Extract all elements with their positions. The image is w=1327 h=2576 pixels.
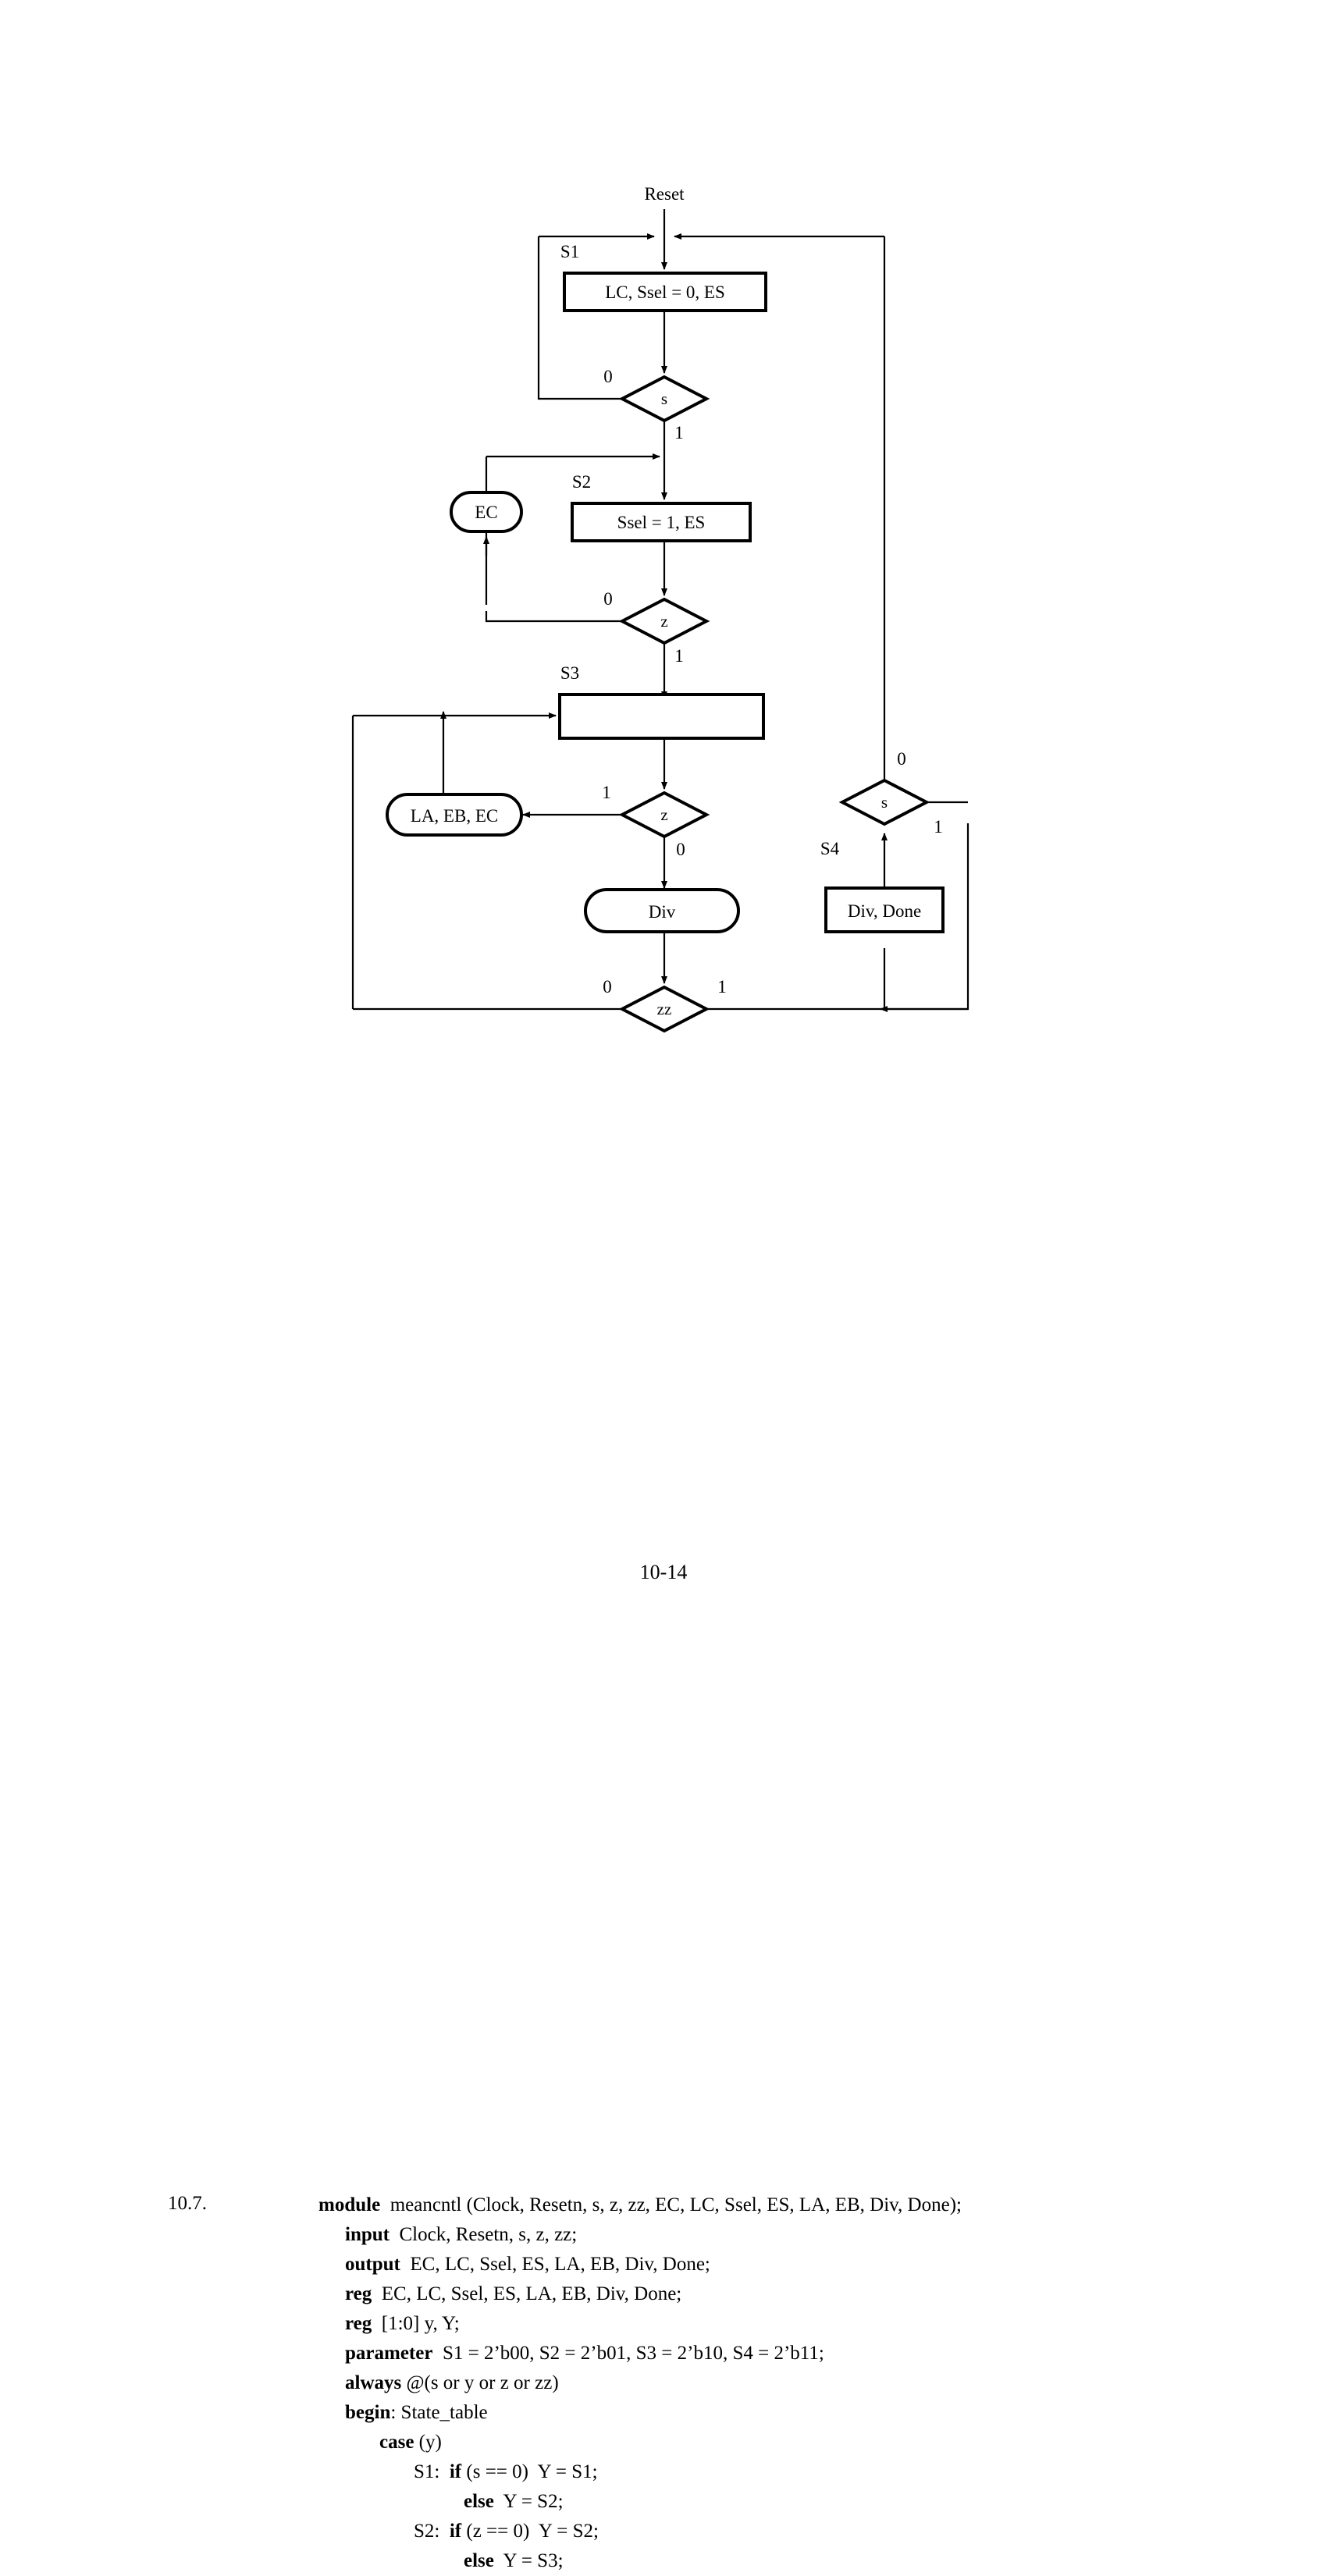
state-label-s4: S4 — [820, 839, 840, 858]
code-text: Y = S2; — [493, 2491, 564, 2512]
conditional-output-ec — [450, 491, 523, 533]
code-line: always @(s or y or z or zz) — [318, 2368, 962, 2398]
state-box-s4-label: Div, Done — [848, 901, 921, 921]
code-keyword: if — [449, 2461, 462, 2482]
code-text: meancntl (Clock, Resetn, s, z, zz, EC, L… — [380, 2194, 962, 2215]
code-text: : State_table — [390, 2402, 488, 2423]
decision-s-right-label: s — [881, 793, 888, 812]
code-line: reg EC, LC, Ssel, ES, LA, EB, Div, Done; — [318, 2279, 962, 2309]
edge-s-top-0-loopback — [537, 236, 622, 400]
code-text: S1: — [414, 2461, 450, 2482]
code-keyword: always — [345, 2372, 402, 2393]
state-box-s1-label: LC, Ssel = 0, ES — [605, 282, 725, 302]
code-keyword: begin — [345, 2402, 391, 2423]
edge-z-mid-0-left — [485, 611, 622, 623]
code-keyword: if — [449, 2521, 462, 2542]
code-text: EC, LC, Ssel, ES, LA, EB, Div, Done; — [372, 2283, 682, 2304]
code-line: else Y = S3; — [318, 2546, 962, 2576]
code-line: input Clock, Resetn, s, z, zz; — [318, 2220, 962, 2250]
state-label-s2: S2 — [572, 472, 591, 492]
decision-z-mid-label: z — [660, 612, 667, 631]
state-box-s4 — [824, 886, 945, 933]
code-line: S1: if (s == 0) Y = S1; — [318, 2457, 962, 2487]
code-line: output EC, LC, Ssel, ES, LA, EB, Div, Do… — [318, 2250, 962, 2279]
code-text: (z == 0) Y = S2; — [461, 2521, 599, 2542]
branch-label-zz-0: 0 — [603, 977, 612, 997]
code-text: EC, LC, Ssel, ES, LA, EB, Div, Done; — [400, 2254, 710, 2275]
decision-z-low-label: z — [660, 805, 667, 824]
state-box-s3 — [558, 693, 765, 740]
branch-label-s-top-0: 0 — [603, 367, 613, 386]
conditional-output-la-eb-ec-label: LA, EB, EC — [411, 806, 498, 826]
code-text: S1 = 2’b00, S2 = 2’b01, S3 = 2’b10, S4 =… — [432, 2343, 824, 2364]
code-line: begin: State_table — [318, 2398, 962, 2428]
code-listing: module meancntl (Clock, Resetn, s, z, zz… — [318, 2190, 962, 2576]
code-keyword: parameter — [345, 2343, 433, 2364]
reset-label: Reset — [644, 184, 685, 204]
code-line: else Y = S2; — [318, 2487, 962, 2517]
problem-number: 10.7. — [168, 2193, 207, 2214]
decision-zz-label: zz — [657, 1000, 672, 1018]
conditional-output-la-eb-ec — [386, 793, 523, 837]
code-text: (s == 0) Y = S1; — [461, 2461, 598, 2482]
state-box-s1 — [563, 272, 767, 312]
branch-label-s-top-1: 1 — [674, 423, 684, 442]
branch-label-s-right-0: 0 — [897, 749, 906, 769]
state-label-s3: S3 — [560, 663, 579, 683]
code-text: [1:0] y, Y; — [372, 2313, 460, 2334]
code-line: module meancntl (Clock, Resetn, s, z, zz… — [318, 2190, 962, 2220]
code-line: S2: if (z == 0) Y = S2; — [318, 2517, 962, 2546]
decision-s-right — [838, 778, 930, 826]
branch-label-z-low-1: 1 — [602, 783, 611, 802]
branch-label-z-low-0: 0 — [676, 840, 685, 859]
code-line: reg [1:0] y, Y; — [318, 2309, 962, 2339]
code-text: S2: — [414, 2521, 450, 2542]
code-text: @(s or y or z or zz) — [401, 2372, 559, 2393]
state-box-s2 — [571, 502, 752, 542]
code-text: Clock, Resetn, s, z, zz; — [389, 2224, 578, 2245]
branch-label-z-mid-0: 0 — [603, 589, 613, 609]
code-keyword: reg — [345, 2283, 372, 2304]
decision-zz — [618, 985, 710, 1033]
code-keyword: output — [345, 2254, 400, 2275]
page-number: 10-14 — [639, 1561, 688, 1583]
state-box-s2-label: Ssel = 1, ES — [617, 513, 706, 532]
conditional-output-ec-label: EC — [475, 503, 497, 522]
branch-label-s-right-1: 1 — [934, 817, 943, 837]
conditional-output-div — [584, 888, 740, 933]
decision-s-top-label: s — [661, 389, 667, 408]
code-keyword: else — [464, 2550, 494, 2571]
conditional-output-div-label: Div — [649, 902, 676, 922]
branch-label-z-mid-1: 1 — [674, 646, 684, 666]
code-keyword: else — [464, 2491, 494, 2512]
code-text: Y = S3; — [493, 2550, 564, 2571]
asm-chart: Reset S1 LC, Ssel = 0, ES s 0 1 EC S2 Ss… — [351, 184, 969, 1033]
code-keyword: input — [345, 2224, 390, 2245]
code-keyword: reg — [345, 2313, 372, 2334]
code-line: case (y) — [318, 2428, 962, 2457]
state-label-s1: S1 — [560, 242, 579, 261]
code-line: parameter S1 = 2’b00, S2 = 2’b01, S3 = 2… — [318, 2339, 962, 2368]
code-keyword: module — [318, 2194, 381, 2215]
code-keyword: case — [379, 2432, 414, 2453]
code-text: (y) — [414, 2432, 442, 2453]
branch-label-zz-1: 1 — [717, 977, 727, 997]
